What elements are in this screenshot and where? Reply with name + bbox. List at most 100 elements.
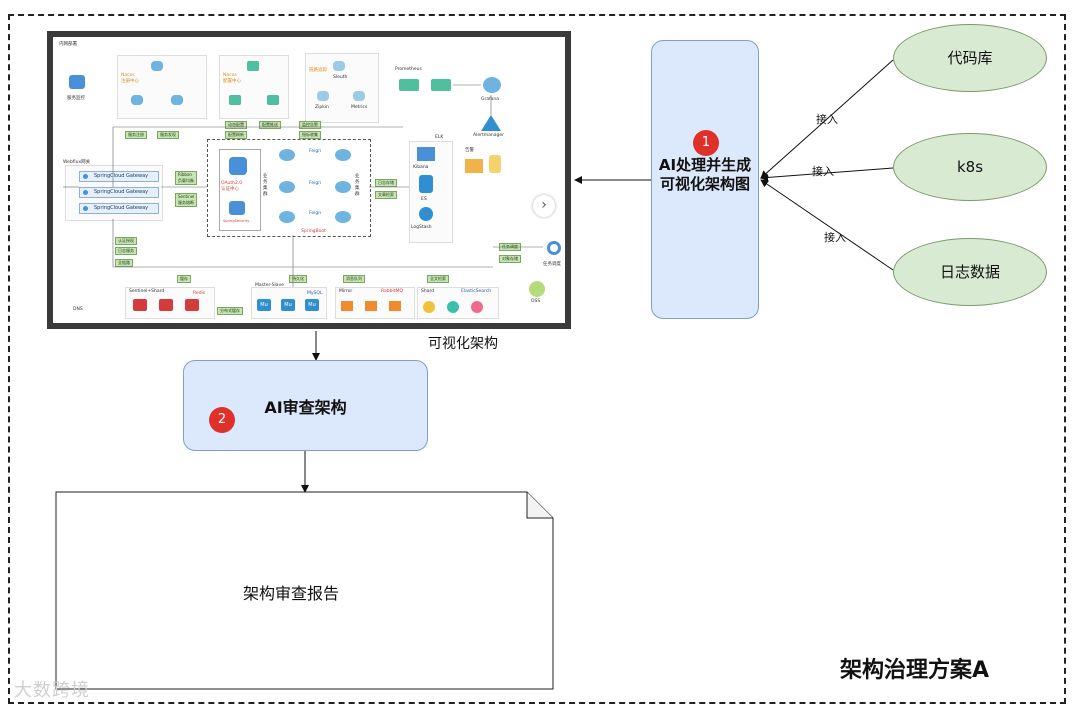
mysql-label: MySQL: [307, 291, 323, 296]
link-trace-label: 链路追踪: [309, 68, 327, 73]
oss-label: OSS: [531, 299, 541, 304]
grafana-label: Grafana: [481, 97, 500, 102]
next-arrow-button[interactable]: ›: [533, 195, 555, 217]
edge-label-codebase: 接入: [816, 113, 838, 126]
step-1-badge: 1: [693, 130, 719, 156]
outer-dashed-frame: [8, 14, 1066, 704]
redis-icon: [133, 299, 147, 311]
master-slave-label: Master-Slave: [255, 283, 284, 288]
rabbitmq-label: RabbitMQ: [381, 289, 403, 294]
springboot-label: SpringBoot: [301, 229, 326, 234]
biz-cluster-a-label: 业务集群: [263, 174, 268, 197]
service-node-icon: [279, 211, 295, 223]
metrics-icon: [353, 91, 365, 101]
nacos-node-icon: [171, 95, 183, 105]
tag-mq: 消息队列: [343, 275, 365, 283]
webflux-label: Webflux网关: [63, 160, 91, 165]
task-schedule-label: 任务调度: [543, 262, 561, 267]
logstash-label: LogStash: [411, 225, 432, 230]
source-k8s: k8s: [893, 133, 1047, 201]
architecture-screenshot: 内网部署 Nacos 注册中心 Nacos 配置中心 链路追踪 Sleuth Z…: [47, 31, 571, 329]
business-cluster-area: [207, 139, 371, 237]
phone-icon: [489, 155, 501, 173]
source-codebase: 代码库: [893, 24, 1047, 92]
step-2-badge: 2: [209, 407, 235, 433]
kibana-label: Kibana: [413, 165, 429, 170]
ai-review-label: AI审查架构: [264, 398, 347, 417]
nacos-node-icon: [151, 61, 163, 71]
alertmanager-label: Alertmanager: [473, 133, 504, 138]
es-icon: [419, 175, 433, 193]
config-node-icon: [267, 95, 279, 105]
feign-label-3: Feign: [309, 211, 322, 216]
monitor-icon: [69, 75, 85, 89]
nacos-config-label: Nacos 配置中心: [223, 73, 241, 84]
shard-label: Shard: [421, 289, 435, 294]
ai-review-box: [183, 360, 428, 451]
service-node-icon: [279, 181, 295, 193]
tag-log-service: 日志服务: [115, 247, 137, 255]
feign-label-1: Feign: [309, 149, 322, 154]
config-node-icon: [247, 61, 259, 71]
elk-label: ELK: [435, 135, 444, 140]
tag-service-discover: 服务发现: [157, 131, 179, 139]
config-node-icon: [229, 95, 241, 105]
ai-process-box: [651, 40, 759, 319]
service-node-icon: [335, 181, 351, 193]
tag-monitor-alert: 监控告警: [299, 121, 321, 129]
tag-dist-cache: 分布式缓存: [217, 307, 243, 315]
sentinel-shard-label: Sentinel+Shard: [129, 289, 165, 294]
report-fold: [526, 492, 553, 519]
tag-object-store: 对象存储: [499, 255, 521, 263]
feign-label-2: Feign: [309, 181, 322, 186]
sleuth-icon: [333, 61, 345, 71]
report-document-shape: [55, 491, 554, 690]
ai-process-label: AI处理并生成 可视化架构图: [658, 156, 752, 193]
security-icon: [229, 201, 245, 215]
gateway-2: SpringCloud Gateway: [79, 187, 159, 198]
prometheus-label: Prometheus: [395, 67, 422, 72]
gear-icon: [547, 241, 561, 255]
tag-doc-search: 文章检索: [375, 191, 397, 199]
alert-label: 告警: [465, 148, 474, 153]
elasticsearch-icon: [447, 301, 459, 313]
edge-logs: [760, 179, 894, 271]
ribbon-tag: Ribbon 负载均衡: [175, 171, 197, 185]
tag-metrics-collect: 指标收集: [299, 131, 321, 139]
intranet-label: 内网部署: [59, 42, 77, 47]
logstash-icon: [419, 207, 433, 221]
alert-icon: [481, 115, 501, 131]
mysql-icon: Mu: [281, 299, 295, 311]
service-node-icon: [335, 149, 351, 161]
elasticsearch-label: ElasticSearch: [461, 289, 492, 294]
rabbitmq-icon: [341, 301, 353, 311]
prometheus-icon: [431, 79, 451, 91]
tag-config-push: 配置推送: [259, 121, 281, 129]
edge-k8s: [760, 167, 894, 182]
service-node-icon: [335, 211, 351, 223]
dns-label: DNS: [73, 307, 83, 312]
monitor-label: 服务监控: [67, 96, 85, 101]
biz-cluster-b-label: 业务集群: [355, 174, 360, 197]
trace-panel: [305, 53, 379, 123]
mysql-icon: Mu: [305, 299, 319, 311]
zipkin-label: Zipkin: [315, 105, 329, 110]
kibana-icon: [417, 147, 435, 161]
gateway-3: SpringCloud Gateway: [79, 203, 159, 214]
page-title: 架构治理方案A: [840, 658, 990, 683]
tag-dynamic-config: 动态配置: [225, 121, 247, 129]
gateway-1: SpringCloud Gateway: [79, 171, 159, 182]
redis-icon: [159, 299, 173, 311]
nacos-registry-label: Nacos 注册中心: [121, 73, 139, 84]
tag-service-register: 服务注册: [125, 131, 147, 139]
tag-cache: 缓存: [177, 275, 191, 283]
tag-config-refresh: 配置刷新: [225, 131, 247, 139]
redis-label: Redis: [193, 291, 206, 296]
tag-log-store: 日志存储: [375, 179, 397, 187]
rabbitmq-icon: [389, 301, 401, 311]
es-label: ES: [421, 197, 427, 202]
source-logs: 日志数据: [893, 238, 1047, 306]
review-report-label: 架构审查报告: [242, 584, 339, 603]
springsecurity-label: SpringSecurity: [223, 219, 250, 223]
